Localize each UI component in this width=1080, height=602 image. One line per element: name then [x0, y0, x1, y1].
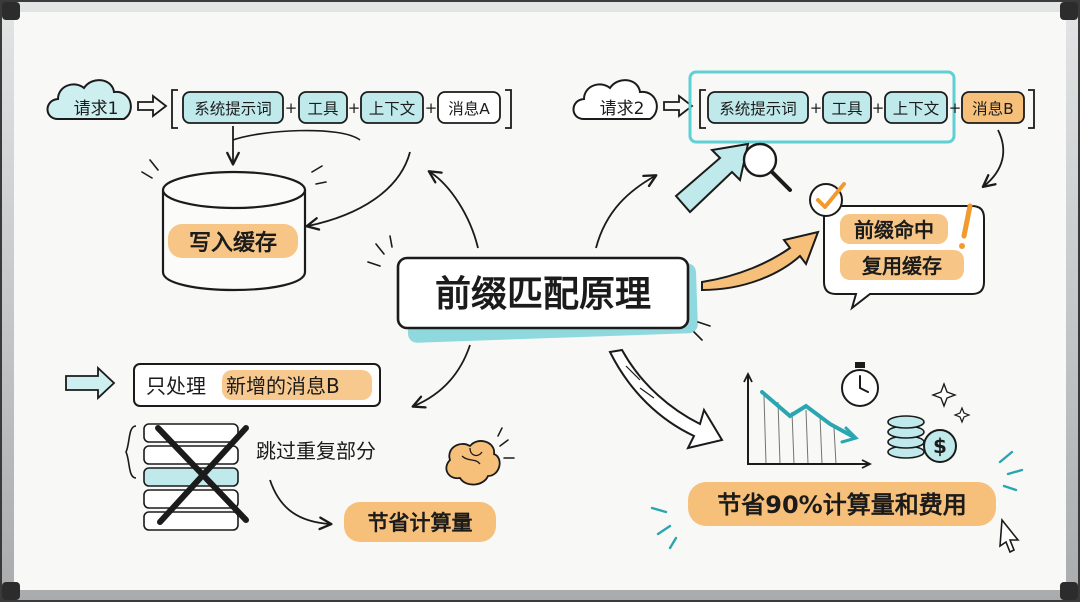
- sparkle-icon: [931, 382, 971, 424]
- request1-cloud-label: 请求1: [74, 99, 119, 119]
- plus-sign: +: [810, 99, 823, 117]
- skip-label: 跳过重复部分: [256, 439, 376, 463]
- request2-bracket-right: [1028, 89, 1035, 129]
- request1-token-tools: 工具: [298, 91, 348, 124]
- savings-label: 节省90%计算量和费用: [717, 491, 966, 519]
- token-label: 消息B: [972, 100, 1014, 118]
- request1-token-message-a: 消息A: [437, 91, 501, 124]
- plus-sign: +: [285, 99, 298, 117]
- prefix-hit-bubble: 前缀命中 复用缓存: [809, 182, 985, 311]
- token-label: 系统提示词: [194, 100, 272, 118]
- database-spark-lines: [141, 159, 327, 185]
- plus-sign: +: [348, 99, 361, 117]
- request2-cloud: 请求2: [572, 79, 658, 120]
- checkmark-icon: [809, 182, 846, 217]
- request2-token-system: 系统提示词: [707, 91, 809, 124]
- arrow-center-to-request2: [595, 174, 658, 249]
- token-label: 系统提示词: [719, 100, 797, 118]
- token-label: 工具: [307, 100, 338, 118]
- request2-token-context: 上下文: [884, 91, 948, 124]
- process-box: 只处理 新增的消息B: [133, 363, 381, 407]
- magnifier-icon: [674, 142, 792, 214]
- process-highlight-text: 新增的消息B: [226, 374, 340, 398]
- request2-token-message-b: 消息B: [961, 91, 1025, 124]
- center-accent-lines: [367, 235, 711, 341]
- stopwatch-icon: [841, 362, 879, 407]
- request2-cloud-label: 请求2: [600, 99, 645, 119]
- arrow-tokens-to-cache: [232, 129, 361, 141]
- skipped-tokens-stack: [125, 423, 249, 531]
- dollar-sign: $: [933, 434, 947, 458]
- frame-corner-tr: [1060, 2, 1078, 20]
- request1-bracket-left: [171, 89, 178, 129]
- frame-corner-bl: [2, 582, 20, 600]
- arrow-message-to-cache: [305, 151, 411, 231]
- token-label: 消息A: [448, 100, 490, 118]
- request2-hollow-arrow: [663, 94, 694, 118]
- arrow-message-b-to-hit: [981, 129, 1005, 189]
- plus-sign: +: [872, 99, 885, 117]
- center-title-box: 前缀匹配原理: [367, 235, 711, 343]
- coin-stack-icon: [887, 415, 925, 459]
- plus-sign: +: [425, 99, 438, 117]
- plus-sign: +: [949, 99, 962, 117]
- arrow-center-to-request1: [427, 170, 479, 249]
- request1-bracket-right: [505, 89, 512, 129]
- center-title: 前缀匹配原理: [435, 274, 651, 315]
- request1-token-context: 上下文: [360, 91, 424, 124]
- token-label: 上下文: [369, 100, 416, 118]
- process-prefix-text: 只处理: [146, 374, 206, 398]
- frame-corner-tl: [2, 2, 20, 20]
- arrow-skip-to-save: [269, 479, 333, 531]
- save-compute-pill: 节省计算量: [344, 502, 496, 542]
- frame-corner-br: [1060, 582, 1078, 600]
- prefix-hit-line1: 前缀命中: [854, 218, 934, 242]
- request2-prefix-highlight: [688, 70, 956, 144]
- cache-label: 写入缓存: [189, 230, 277, 256]
- dollar-icon: $: [923, 429, 957, 463]
- request1-hollow-arrow: [137, 94, 168, 118]
- cache-database: 写入缓存: [141, 159, 327, 292]
- request2-token-tools: 工具: [822, 91, 872, 124]
- exclamation-icon: [959, 203, 973, 249]
- arrow-to-prefix-hit: [701, 230, 820, 292]
- token-label: 工具: [831, 100, 862, 118]
- cursor-icon: [999, 517, 1020, 554]
- savings-accent-marks: [650, 450, 1024, 550]
- cloud-icon: [572, 79, 658, 120]
- cloud-icon: [46, 79, 132, 120]
- arrow-center-to-savings: [608, 348, 724, 450]
- save-compute-label: 节省计算量: [368, 511, 473, 535]
- request2-bracket-left: [699, 89, 706, 129]
- process-hollow-arrow: [65, 365, 116, 401]
- request1-cloud: 请求1: [46, 79, 132, 120]
- prefix-hit-line2: 复用缓存: [861, 254, 942, 278]
- savings-pill: 节省90%计算量和费用: [688, 482, 996, 526]
- declining-chart-icon: [743, 371, 873, 469]
- request1-token-system: 系统提示词: [182, 91, 284, 124]
- stack-brace: [125, 425, 137, 479]
- cross-out-x: [155, 425, 249, 525]
- arrow-center-to-process: [411, 344, 471, 409]
- brain-icon: [445, 427, 515, 486]
- token-label: 上下文: [893, 100, 940, 118]
